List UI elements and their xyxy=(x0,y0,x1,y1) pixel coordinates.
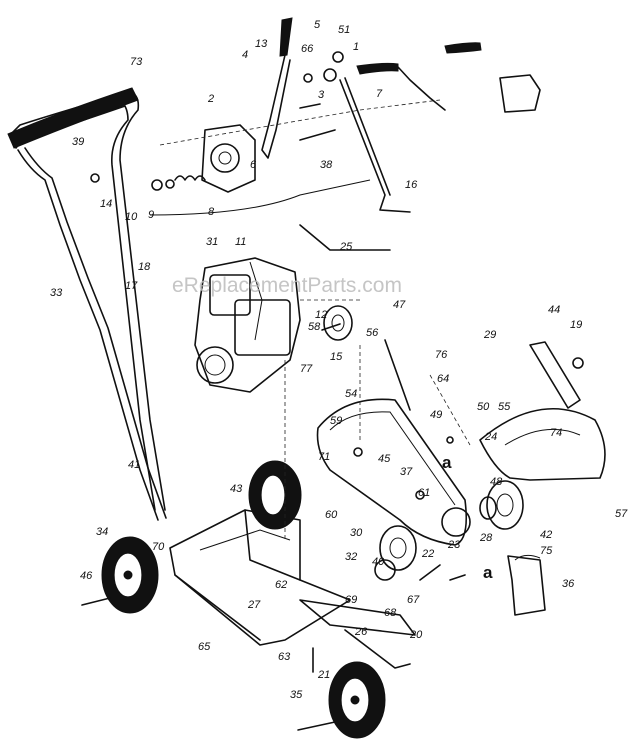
callout-60: 60 xyxy=(325,509,338,521)
callout-55: 55 xyxy=(498,401,511,413)
callout-46: 46 xyxy=(80,570,93,582)
callout-45: 45 xyxy=(378,453,391,465)
callout-11: 11 xyxy=(235,236,246,248)
callout-70: 70 xyxy=(152,541,165,553)
callout-20: 20 xyxy=(409,629,423,641)
callout-8: 8 xyxy=(208,206,215,218)
callout-64: 64 xyxy=(437,373,449,385)
callout-19: 19 xyxy=(570,319,582,331)
pulley xyxy=(321,305,353,341)
callout-69: 69 xyxy=(345,594,357,606)
callout-28: 28 xyxy=(479,532,493,544)
lever-assembly xyxy=(261,17,482,159)
callout-59: 59 xyxy=(330,415,342,427)
callout-48: 48 xyxy=(490,476,503,488)
blade-guard xyxy=(479,408,606,481)
callout-50: 50 xyxy=(477,401,490,413)
callout-9: 9 xyxy=(148,209,154,221)
callout-5: 5 xyxy=(314,19,321,31)
callout-65: 65 xyxy=(198,641,211,653)
belt-housing xyxy=(316,398,471,546)
callout-67: 67 xyxy=(407,594,420,606)
callout-23: 23 xyxy=(447,539,461,551)
callout-13: 13 xyxy=(255,38,268,50)
callout-1: 1 xyxy=(353,41,359,53)
bolts xyxy=(81,436,466,731)
callout-39: 39 xyxy=(72,136,84,148)
callout-41: 41 xyxy=(128,459,140,471)
callout-77: 77 xyxy=(300,363,313,375)
callout-26: 26 xyxy=(354,626,368,638)
callout-15: 15 xyxy=(330,351,343,363)
callout-44: 44 xyxy=(548,304,560,316)
callout-43: 43 xyxy=(230,483,243,495)
wheel-rear-right xyxy=(248,460,302,530)
callout-27: 27 xyxy=(247,599,261,611)
callout-73: 73 xyxy=(130,56,143,68)
callout-30: 30 xyxy=(350,527,363,539)
callout-12: 12 xyxy=(315,309,327,321)
adjustment-bracket xyxy=(529,341,584,409)
control-rods xyxy=(149,77,411,411)
callout-38: 38 xyxy=(320,159,333,171)
callout-3: 3 xyxy=(318,89,325,101)
callout-6: 6 xyxy=(250,159,257,171)
callout-25: 25 xyxy=(339,241,353,253)
watermark: eReplacementParts.com xyxy=(172,274,402,297)
callout-14: 14 xyxy=(100,198,112,210)
callout-76: 76 xyxy=(435,349,448,361)
callout-62: 62 xyxy=(275,579,287,591)
callout-42: 42 xyxy=(540,529,552,541)
callout-29: 29 xyxy=(483,329,496,341)
callout-2: 2 xyxy=(207,93,214,105)
blade-hub xyxy=(479,480,524,530)
gearbox-part-2 xyxy=(201,74,541,193)
callout-37: 37 xyxy=(400,466,413,478)
callout-75: 75 xyxy=(540,545,553,557)
callout-71: 71 xyxy=(318,451,330,463)
callout-57: 57 xyxy=(615,508,628,520)
callout-18: 18 xyxy=(138,261,151,273)
callout-4: 4 xyxy=(242,49,248,61)
callout-7: 7 xyxy=(376,88,383,100)
idler-assembly xyxy=(374,525,417,581)
callout-74: 74 xyxy=(550,427,562,439)
callout-54: 54 xyxy=(345,388,357,400)
callout-34: 34 xyxy=(96,526,108,538)
callout-58: 58 xyxy=(308,321,321,333)
callout-68: 68 xyxy=(384,607,397,619)
handle-assembly xyxy=(7,87,167,521)
callout-33: 33 xyxy=(50,287,63,299)
callout-49: 49 xyxy=(430,409,442,421)
small-hardware xyxy=(90,51,344,191)
callout-47: 47 xyxy=(393,299,406,311)
callout-36: 36 xyxy=(562,578,575,590)
engine xyxy=(194,257,301,393)
depth-plate xyxy=(507,554,546,616)
callout-10: 10 xyxy=(125,211,138,223)
callout-17: 17 xyxy=(125,280,138,292)
callout-51: 51 xyxy=(338,24,350,36)
callout-56: 56 xyxy=(366,327,379,339)
callout-24: 24 xyxy=(484,431,497,443)
callout-31: 31 xyxy=(206,236,218,248)
detail-letter-a-0: a xyxy=(442,453,452,472)
callout-35: 35 xyxy=(290,689,303,701)
callout-16: 16 xyxy=(405,179,418,191)
wheel-rear-left xyxy=(101,536,159,614)
callout-63: 63 xyxy=(278,651,291,663)
callout-40: 40 xyxy=(372,556,385,568)
wheel-front xyxy=(328,661,386,739)
callout-32: 32 xyxy=(345,551,357,563)
callout-21: 21 xyxy=(317,669,330,681)
leader-dash-lines xyxy=(159,99,471,540)
callout-66: 66 xyxy=(301,43,314,55)
callout-22: 22 xyxy=(421,548,434,560)
callout-61: 61 xyxy=(418,487,430,499)
detail-letter-a-1: a xyxy=(483,563,493,582)
